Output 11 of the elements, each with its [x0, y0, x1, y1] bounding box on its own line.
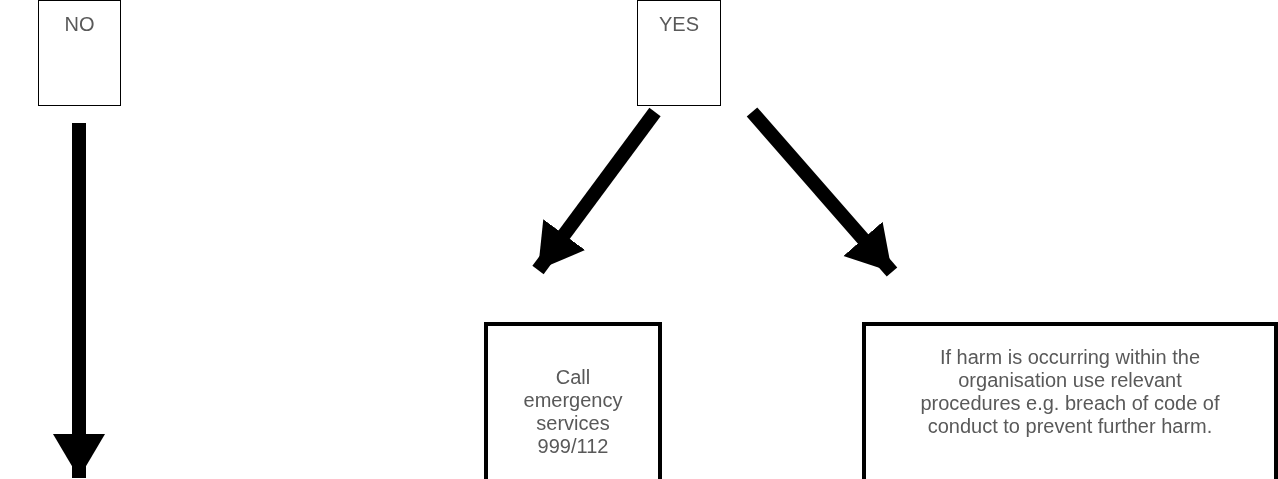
box-text: If harm is occurring within the organisation use relevant procedures e.g. breach of code of conduct to prevent further harm.: [919, 346, 1221, 438]
decision-box: [637, 0, 721, 106]
arrow: [746, 107, 898, 277]
box-text: Call emergency services 999/112: [522, 366, 624, 458]
decision-box: [38, 0, 121, 106]
box-text: YES: [658, 13, 700, 36]
arrow: [53, 123, 105, 478]
action-box: [862, 322, 1278, 479]
arrow: [532, 107, 661, 275]
box-text: NO: [63, 13, 96, 36]
action-box: [484, 322, 662, 479]
